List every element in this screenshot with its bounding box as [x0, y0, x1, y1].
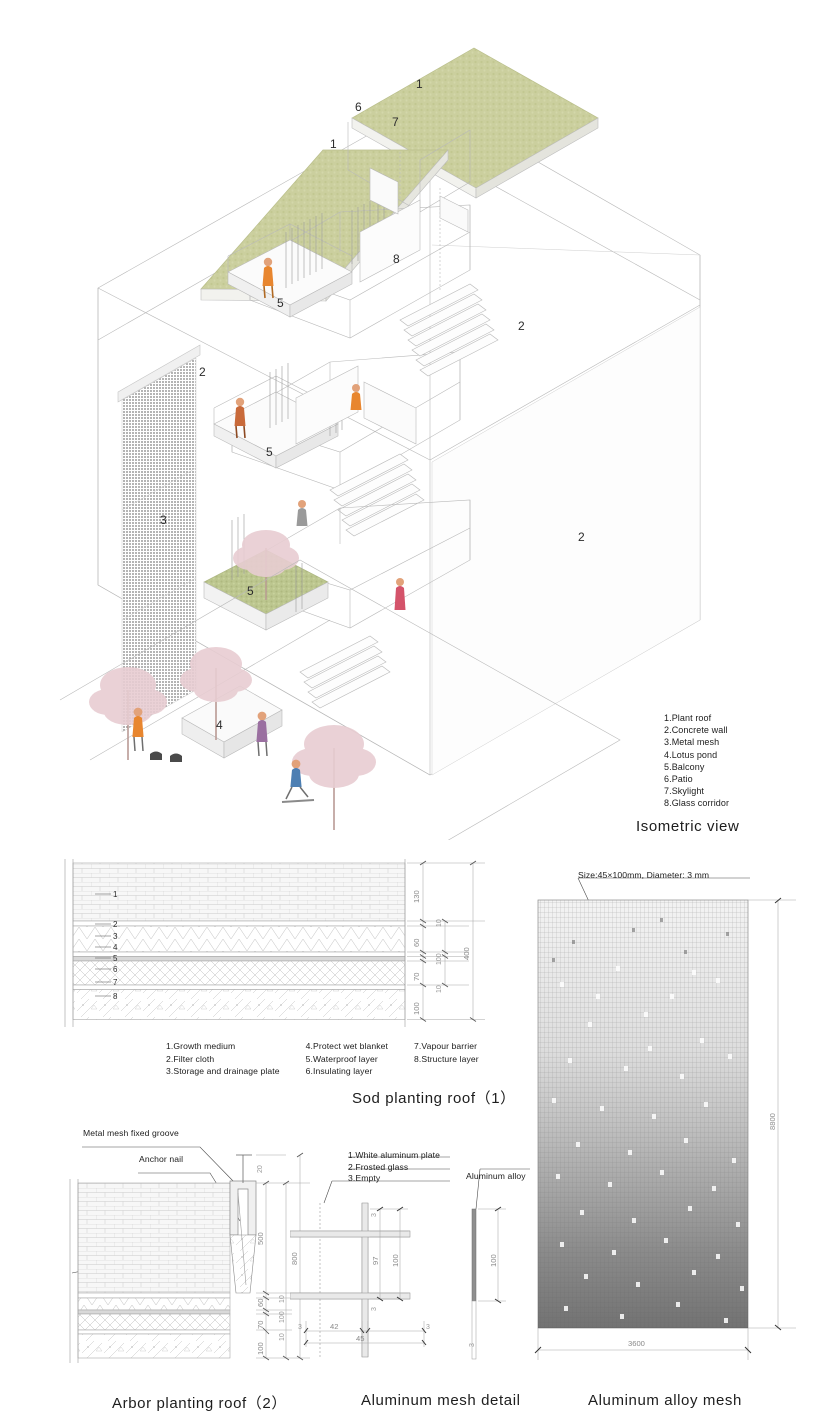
aluminum-alloy-side-label: Aluminum alloy	[466, 1171, 526, 1181]
arbor-dim-20: 20	[257, 1165, 264, 1173]
mesh-dim-100: 100	[391, 1254, 400, 1267]
aluminum-mesh-legend: 1.White aluminum plate 2.Frosted glass 3…	[348, 1150, 440, 1185]
arbor-dim-800: 800	[290, 1252, 299, 1265]
alu-legend-1: 1.White aluminum plate	[348, 1150, 440, 1160]
callout-4: 4	[216, 718, 223, 732]
legend-item-5: 5.Balcony	[664, 761, 705, 772]
sod-legend-1: 1.Growth medium	[166, 1041, 236, 1051]
isometric-view: 1 6 7 1 8 5 2 2 5 3 2 5 4	[59, 47, 701, 840]
sod-dim-10a: 10	[436, 919, 443, 927]
callout-2: 2	[518, 319, 525, 333]
arbor-roof-caption: Arbor planting roof（2）	[112, 1395, 287, 1412]
mesh-hdim-3a: 3	[298, 1324, 302, 1331]
sod-dim-60: 60	[412, 939, 421, 947]
sod-roof-caption: Sod planting roof（1）	[352, 1090, 516, 1107]
isometric-legend: 1.Plant roof 2.Concrete wall 3.Metal mes…	[664, 712, 729, 810]
mesh-hdim-45: 45	[356, 1334, 364, 1343]
sod-layer-num-7: 7	[113, 978, 118, 987]
arbor-dim-10a: 10	[279, 1295, 286, 1303]
callout-6: 6	[355, 100, 362, 114]
arbor-planting-roof-section: 500 60 70 100 10 100 10 800 20	[60, 1125, 360, 1365]
sod-dim-130: 130	[412, 890, 421, 903]
mesh-dim-3a: 3	[371, 1213, 378, 1217]
sod-legend-2: 2.Filter cloth	[166, 1053, 215, 1064]
mesh-panel-height-dim: 8800	[768, 1113, 777, 1130]
mesh-dim-3b: 3	[371, 1307, 378, 1311]
aluminum-mesh-detail: 97 100 3 3 100 3	[290, 1145, 540, 1370]
sod-dim-10b: 10	[436, 985, 443, 993]
sod-layer-num-6: 6	[113, 965, 118, 974]
sod-layer-num-5: 5	[113, 954, 118, 963]
arbor-dim-10b: 10	[279, 1333, 286, 1341]
sod-dim-400: 400	[462, 947, 471, 960]
legend-item-3: 3.Metal mesh	[664, 737, 720, 748]
callout-7: 7	[392, 115, 399, 129]
sod-layer-num-2: 2	[113, 920, 118, 929]
sod-layer-num-4: 4	[113, 943, 118, 952]
mesh-hdim-42: 42	[330, 1322, 338, 1331]
sod-legend-3: 3.Storage and drainage plate	[166, 1066, 280, 1076]
arbor-dim-500: 500	[256, 1232, 265, 1245]
mesh-panel-width-dim: 3600	[628, 1339, 645, 1348]
sod-layer-num-3: 3	[113, 932, 118, 941]
sod-legend-4: 4.Protect wet blanket	[305, 1041, 389, 1051]
callout-5c: 5	[247, 584, 254, 598]
legend-item-2: 2.Concrete wall	[664, 725, 728, 736]
mesh-hdim-3b: 3	[426, 1324, 430, 1331]
sod-dim-100: 100	[412, 1002, 421, 1015]
mesh-dim-3c: 3	[469, 1343, 476, 1347]
arbor-dim-100m: 100	[279, 1311, 286, 1323]
callout-2c: 2	[578, 530, 585, 544]
sod-dim-1000: 100	[436, 953, 443, 965]
alu-legend-2: 2.Frosted glass	[348, 1161, 409, 1172]
callout-5b: 5	[266, 445, 273, 459]
mesh-dim-97: 97	[371, 1257, 380, 1265]
sod-layer-num-1: 1	[113, 890, 118, 899]
sod-legend-7: 7.Vapour barrier	[414, 1041, 478, 1051]
anchor-nail-label: Anchor nail	[139, 1154, 184, 1164]
callout-1b: 1	[330, 137, 337, 151]
sod-legend-6: 6.Insulating layer	[305, 1066, 373, 1076]
aluminum-mesh-size-note: Size:45×100mm, Diameter: 3 mm	[578, 870, 710, 880]
mesh-dim-100b: 100	[489, 1254, 498, 1267]
legend-item-1: 1.Plant roof	[664, 713, 712, 723]
callout-8: 8	[393, 252, 400, 266]
aluminum-alloy-mesh-elevation: 8800 3600	[520, 862, 834, 1372]
legend-item-7: 7.Skylight	[664, 786, 705, 797]
arbor-dim-100: 100	[256, 1342, 265, 1355]
sod-legend-8: 8.Structure layer	[414, 1053, 479, 1064]
callout-2b: 2	[199, 365, 206, 379]
legend-item-4: 4.Lotus pond	[664, 749, 718, 760]
callout-5: 5	[277, 296, 284, 310]
metal-mesh-fixed-groove-label: Metal mesh fixed groove	[83, 1128, 179, 1138]
callout-1: 1	[416, 77, 423, 91]
isometric-caption: Isometric view	[636, 818, 740, 835]
sod-legend-5: 5.Waterproof layer	[305, 1053, 378, 1064]
sod-layer-num-8: 8	[113, 992, 118, 1001]
sod-roof-legend: 1.Growth medium 2.Filter cloth 3.Storage…	[166, 1040, 506, 1078]
arbor-dim-60: 60	[256, 1299, 265, 1307]
callout-3: 3	[160, 513, 167, 527]
alu-legend-3: 3.Empty	[348, 1173, 381, 1183]
aluminum-mesh-detail-caption: Aluminum mesh detail	[361, 1392, 521, 1409]
legend-item-8: 8.Glass corridor	[664, 798, 730, 809]
sod-dim-70: 70	[412, 973, 421, 981]
arbor-dim-70: 70	[256, 1321, 265, 1329]
sod-planting-roof-section: 1 2 3 4 5 6 7 8	[55, 855, 495, 1035]
legend-item-6: 6.Patio	[664, 774, 693, 785]
isometric-callouts: 1 6 7 1 8 5 2 2 5 3 2 5 4	[160, 77, 585, 732]
aluminum-alloy-mesh-caption: Aluminum alloy mesh	[588, 1392, 742, 1409]
